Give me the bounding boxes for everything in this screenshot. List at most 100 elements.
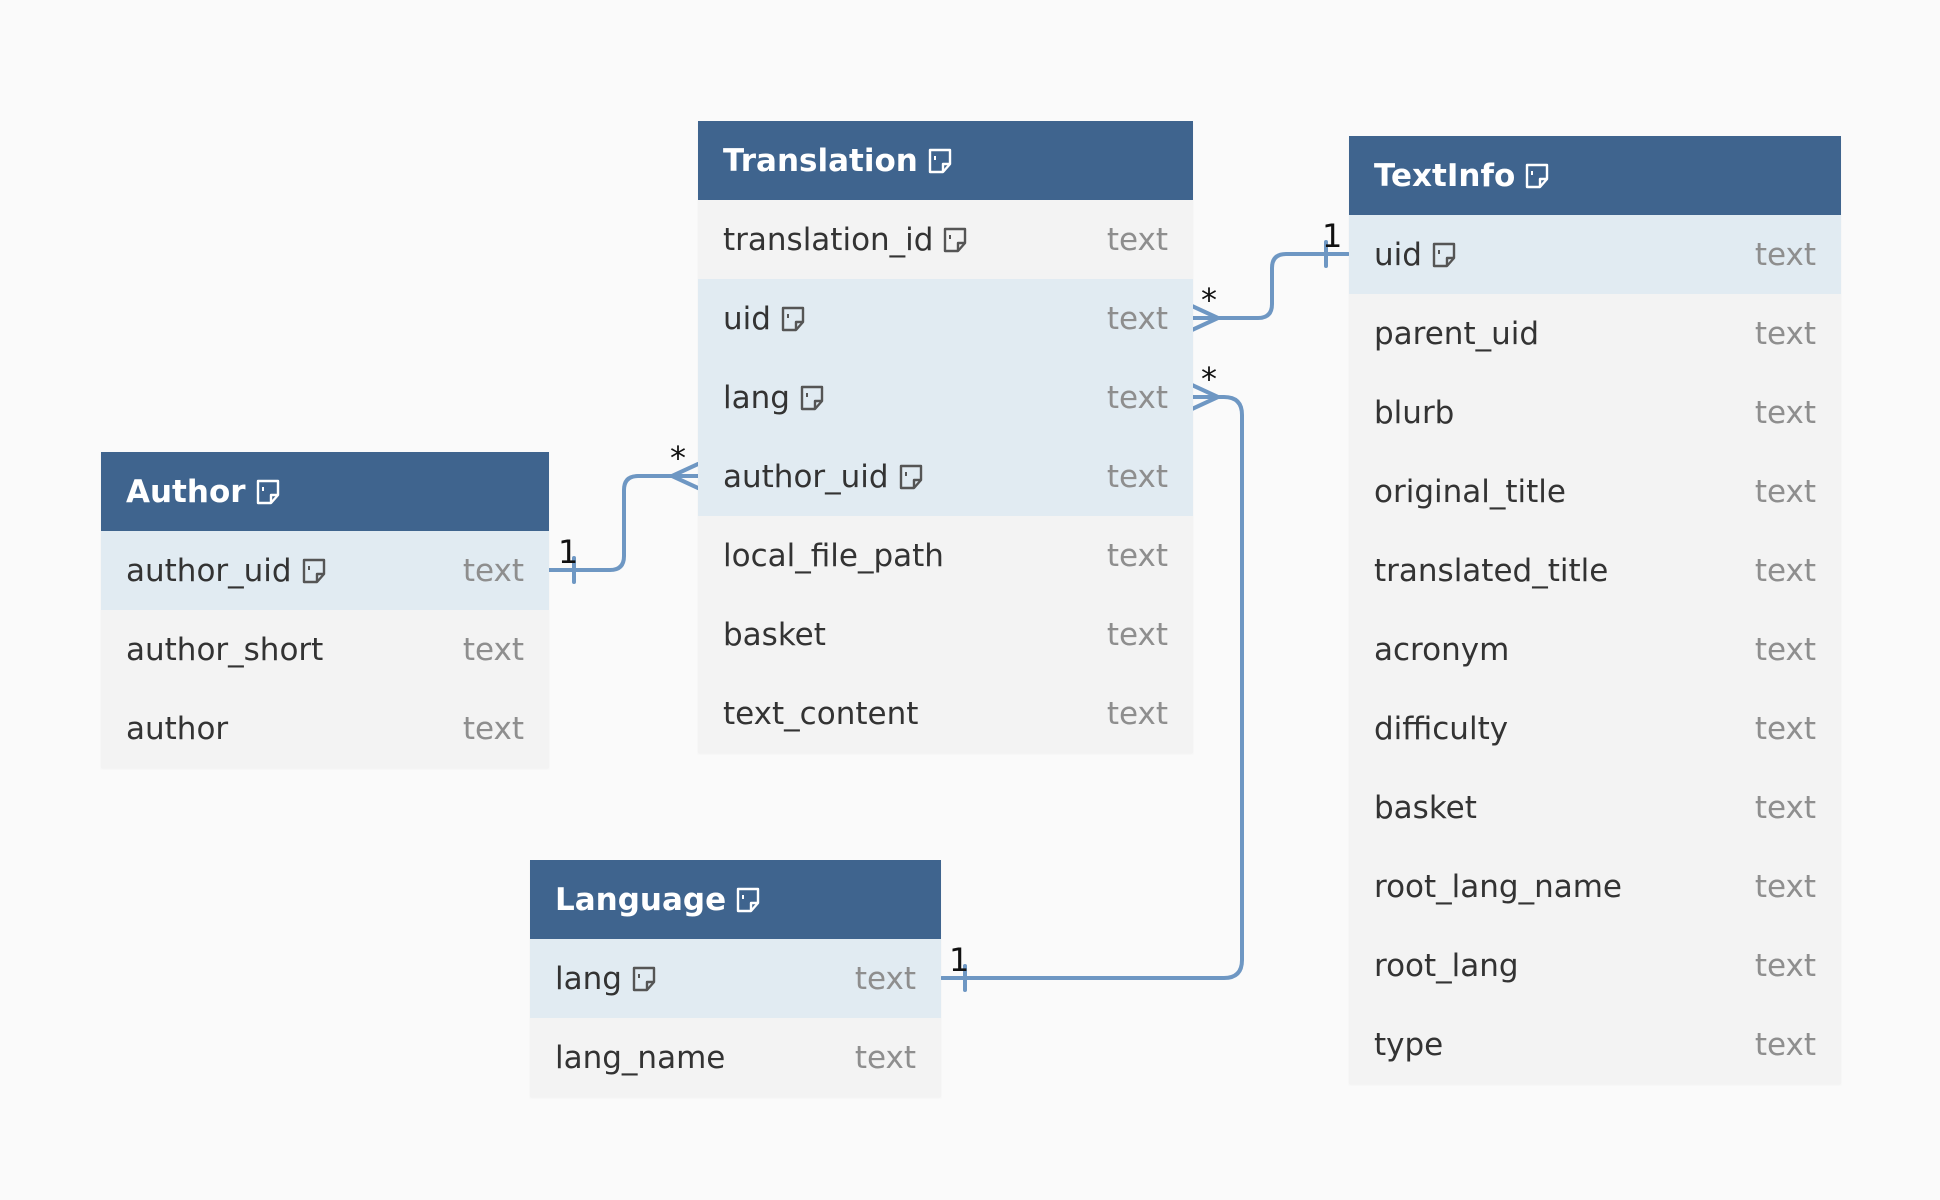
note-icon[interactable]	[1525, 163, 1549, 189]
note-icon[interactable]	[302, 558, 326, 584]
field-row-translation-id[interactable]: translation_id text	[698, 200, 1193, 279]
field-name-label: uid	[1374, 236, 1422, 273]
note-icon[interactable]	[256, 479, 280, 505]
field-name-label: type	[1374, 1026, 1444, 1063]
field-row-original-title[interactable]: original_title text	[1349, 452, 1841, 531]
field-type: text	[1106, 458, 1168, 495]
field-name: basket	[1374, 790, 1477, 826]
field-row-lang-name[interactable]: lang_name text	[530, 1018, 941, 1097]
field-name: type	[1374, 1027, 1443, 1063]
field-name-label: acronym	[1374, 631, 1510, 668]
field-type: text	[1754, 947, 1816, 984]
field-name: translation_id	[723, 222, 967, 258]
field-name-label: text_content	[723, 695, 919, 732]
note-icon[interactable]	[1432, 242, 1456, 268]
field-name: uid	[723, 301, 805, 337]
field-name-label: basket	[1374, 789, 1477, 826]
note-icon[interactable]	[632, 966, 656, 992]
field-row-lang[interactable]: lang text	[698, 358, 1193, 437]
field-name-label: author_uid	[126, 552, 292, 589]
field-row-difficulty[interactable]: difficulty text	[1349, 689, 1841, 768]
field-name-label: lang	[555, 960, 622, 997]
note-icon[interactable]	[899, 464, 923, 490]
field-name-label: author_uid	[723, 458, 889, 495]
field-row-acronym[interactable]: acronym text	[1349, 610, 1841, 689]
field-name: blurb	[1374, 395, 1454, 431]
table-language[interactable]: Language lang text lang_name text	[530, 860, 941, 1097]
field-name-label: lang	[723, 379, 790, 416]
field-name: author_uid	[126, 553, 326, 589]
field-name: root_lang_name	[1374, 869, 1622, 905]
field-type: text	[1106, 616, 1168, 653]
cardinality-many-translation-uid: *	[1201, 281, 1217, 319]
field-name-label: author	[126, 710, 229, 747]
table-header-author[interactable]: Author	[101, 452, 549, 531]
field-type: text	[1754, 710, 1816, 747]
note-icon[interactable]	[736, 887, 760, 913]
field-name: original_title	[1374, 474, 1566, 510]
field-name: difficulty	[1374, 711, 1508, 747]
field-name-label: parent_uid	[1374, 315, 1540, 352]
field-row-parent-uid[interactable]: parent_uid text	[1349, 294, 1841, 373]
connector-translation-author[interactable]	[546, 462, 700, 584]
field-row-uid[interactable]: uid text	[698, 279, 1193, 358]
table-header-language[interactable]: Language	[530, 860, 941, 939]
field-type: text	[854, 1039, 916, 1076]
field-name-label: difficulty	[1374, 710, 1509, 747]
field-row-lang[interactable]: lang text	[530, 939, 941, 1018]
field-type: text	[1754, 631, 1816, 668]
cardinality-many-translation-author-uid: *	[670, 439, 686, 477]
note-icon[interactable]	[928, 148, 952, 174]
field-type: text	[1754, 315, 1816, 352]
table-title: TextInfo	[1374, 157, 1516, 194]
field-name: parent_uid	[1374, 316, 1539, 352]
note-icon[interactable]	[781, 306, 805, 332]
field-type: text	[1106, 379, 1168, 416]
field-row-text-content[interactable]: text_content text	[698, 674, 1193, 753]
table-header-textinfo[interactable]: TextInfo	[1349, 136, 1841, 215]
field-name-label: translation_id	[723, 221, 934, 258]
field-type: text	[1106, 221, 1168, 258]
field-name: uid	[1374, 237, 1456, 273]
field-name-label: uid	[723, 300, 771, 337]
field-type: text	[1106, 695, 1168, 732]
field-row-author-uid[interactable]: author_uid text	[698, 437, 1193, 516]
connector-translation-language[interactable]	[940, 383, 1244, 992]
field-type: text	[1106, 300, 1168, 337]
field-name-label: blurb	[1374, 394, 1455, 431]
field-name-label: basket	[723, 616, 826, 653]
table-title: Translation	[723, 142, 918, 179]
table-header-translation[interactable]: Translation	[698, 121, 1193, 200]
field-type: text	[854, 960, 916, 997]
field-name: translated_title	[1374, 553, 1608, 589]
cardinality-many-translation-lang: *	[1201, 360, 1217, 398]
note-icon[interactable]	[943, 227, 967, 253]
field-name: basket	[723, 617, 826, 653]
field-name-label: local_file_path	[723, 537, 944, 574]
field-name-label: root_lang_name	[1374, 868, 1622, 905]
connector-translation-textinfo[interactable]	[1190, 240, 1350, 332]
note-icon[interactable]	[800, 385, 824, 411]
field-type: text	[1754, 473, 1816, 510]
field-row-basket[interactable]: basket text	[698, 595, 1193, 674]
field-name: local_file_path	[723, 538, 944, 574]
field-name: text_content	[723, 696, 918, 732]
field-name: lang_name	[555, 1040, 725, 1076]
